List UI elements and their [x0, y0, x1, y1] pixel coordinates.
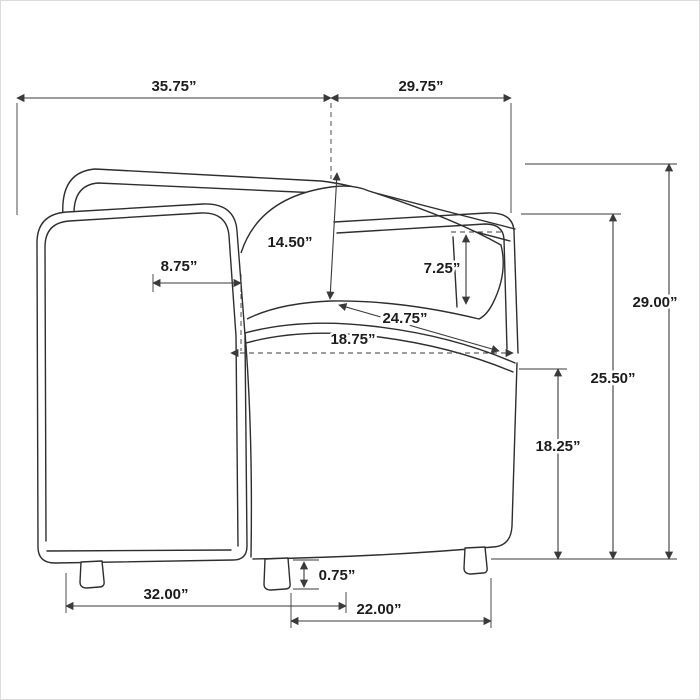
dim-overall-height: 29.00”: [491, 163, 680, 560]
dim-seat-to-floor: 18.25”: [519, 368, 583, 560]
dim-seat-width: 18.75”: [230, 329, 514, 358]
chair-foot: [79, 560, 105, 589]
dim-overall-width: 35.75”: [16, 76, 332, 215]
dim-overall-width-label: 35.75”: [151, 78, 196, 95]
dim-overall-height-label: 29.00”: [632, 294, 677, 311]
dim-seat-depth: 24.75”: [338, 303, 500, 353]
dim-arm-height-label: 25.50”: [590, 370, 635, 387]
dim-seat-width-label: 18.75”: [330, 331, 375, 348]
dimension-annotations: 35.75” 29.75” 29.00” 25.50”: [16, 76, 680, 628]
chair-foot: [463, 546, 488, 575]
dim-foot-height: 0.75”: [293, 559, 358, 590]
dim-overall-depth: 29.75”: [330, 76, 512, 213]
dim-inner-arm-height: 7.25”: [421, 231, 503, 305]
chair-drawing: [36, 168, 519, 591]
dim-back-cushion: 14.50”: [265, 172, 341, 300]
dim-seat-to-floor-label: 18.25”: [535, 438, 580, 455]
dim-seat-depth-label: 24.75”: [382, 310, 427, 327]
dim-overall-depth-label: 29.75”: [398, 78, 443, 95]
dim-inner-arm-height-label: 7.25”: [424, 260, 461, 277]
dim-base-side-depth: 22.00”: [290, 578, 492, 628]
dim-base-side-depth-label: 22.00”: [356, 601, 401, 618]
dim-base-front-width-label: 32.00”: [143, 586, 188, 603]
dim-arm-top-width-label: 8.75”: [161, 258, 198, 275]
dim-back-cushion-label: 14.50”: [267, 234, 312, 251]
dim-base-front-width: 32.00”: [65, 573, 347, 613]
dim-arm-top-width: 8.75”: [152, 256, 242, 351]
chair-foot: [263, 557, 291, 591]
dim-arm-height: 25.50”: [521, 213, 638, 560]
dim-foot-height-label: 0.75”: [319, 567, 356, 584]
